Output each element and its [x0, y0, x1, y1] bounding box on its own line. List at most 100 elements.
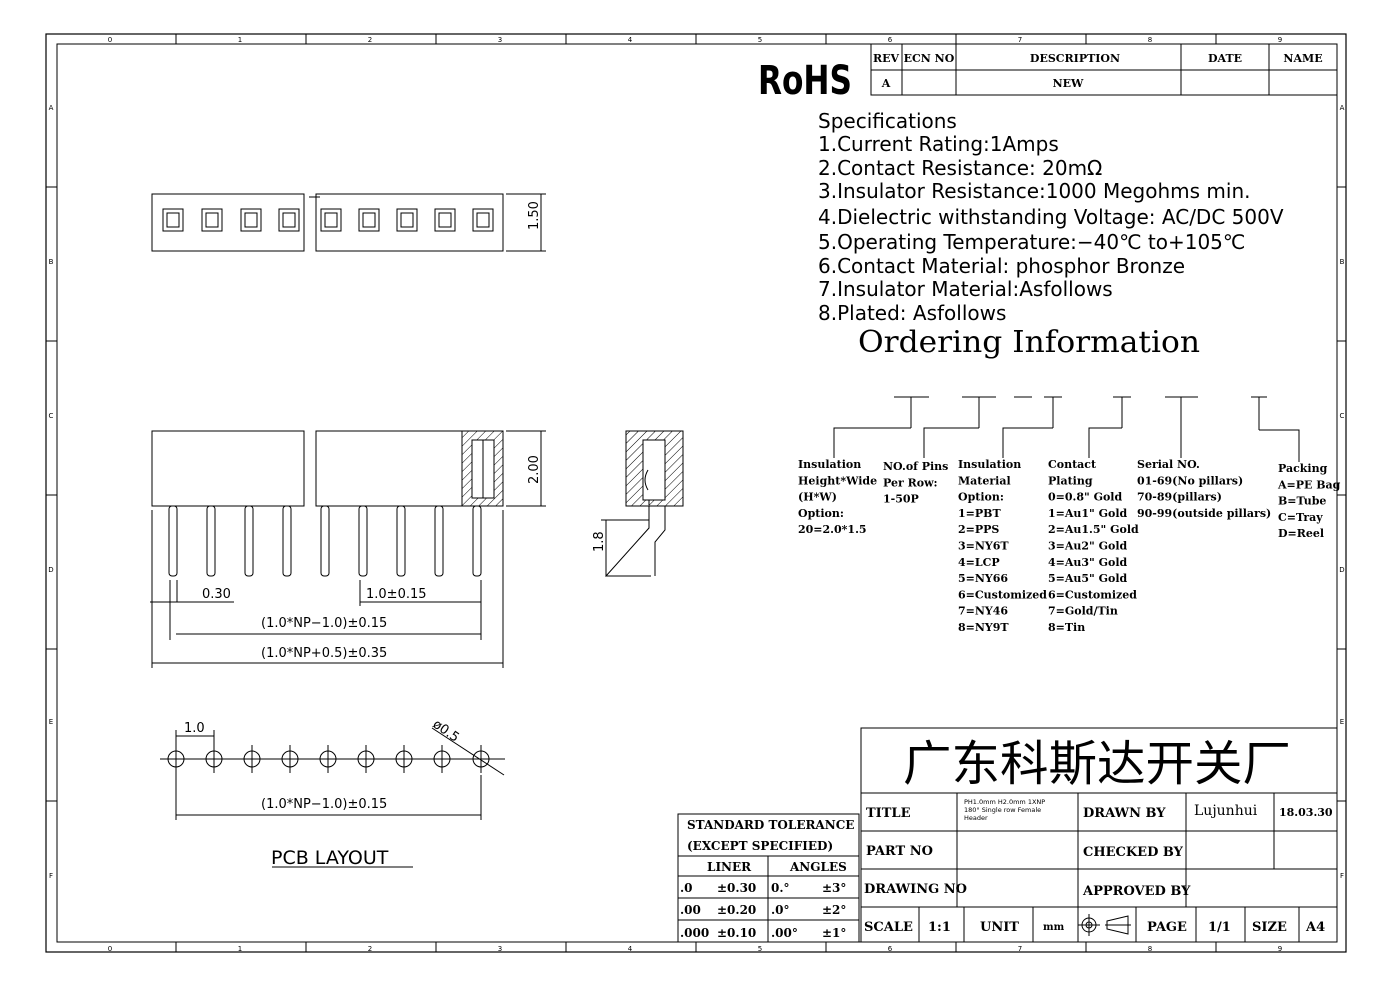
- ordering-option-line: 7=Gold/Tin: [1048, 605, 1118, 618]
- frame-row-label: A: [1340, 104, 1345, 112]
- ordering-option-line: NO.of Pins: [883, 460, 948, 473]
- spec-item: 2.Contact Resistance: 20mΩ: [818, 156, 1102, 180]
- frame-row-label: B: [49, 258, 54, 266]
- pcb-pitch-dim: 1.0: [184, 721, 205, 736]
- frame-col-label: 1: [238, 945, 242, 953]
- date-header: DATE: [1208, 52, 1242, 65]
- pcb-layout: [160, 727, 505, 868]
- ordering-option-line: 4=LCP: [958, 556, 1000, 569]
- ordering-option-line: Height*Wide: [798, 474, 877, 487]
- ordering-option-line: 8=NY9T: [958, 621, 1009, 634]
- frame-col-label: 7: [1018, 945, 1022, 953]
- unit-value: mm: [1043, 922, 1065, 933]
- side-pin-dim: 1.8: [592, 531, 607, 552]
- frame-col-label: 3: [498, 36, 502, 44]
- ordering-option-line: D=Reel: [1278, 527, 1324, 540]
- spec-item: 4.Dielectric withstanding Voltage: AC/DC…: [818, 205, 1284, 229]
- spec-item: 8.Plated: Asfollows: [818, 301, 1006, 325]
- frame-row-label: F: [1340, 872, 1344, 880]
- spec-item: 6.Contact Material: phosphor Bronze: [818, 254, 1185, 278]
- projection-symbol-icon: [1078, 914, 1131, 936]
- svg-text:PH1.0mm H2.0mm 1XNP: PH1.0mm H2.0mm 1XNP: [964, 798, 1045, 806]
- frame-col-label: 4: [628, 36, 633, 44]
- ordering-option-line: Option:: [958, 491, 1004, 504]
- frame-col-label: 3: [498, 945, 502, 953]
- ecn-header: ECN NO: [904, 52, 955, 65]
- ordering-option-line: 5=NY66: [958, 572, 1008, 585]
- frame-col-label: 9: [1278, 36, 1282, 44]
- ordering-option-line: Serial NO.: [1137, 458, 1200, 471]
- frame-col-label: 2: [368, 945, 372, 953]
- front-view: [150, 430, 546, 668]
- ordering-option-line: 3=Au2" Gold: [1048, 540, 1128, 553]
- ordering-option-line: 1-50P: [883, 493, 919, 506]
- top-view: [151, 193, 546, 252]
- tolerance-title-1: STANDARD TOLERANCE: [687, 818, 854, 832]
- part-no-label: PART NO: [866, 844, 933, 859]
- rohs-mark: RoHS: [758, 58, 852, 104]
- frame-col-label: 8: [1148, 36, 1152, 44]
- title-label: TITLE: [866, 806, 911, 821]
- ordering-option-line: 20=2.0*1.5: [798, 523, 867, 536]
- date-value: 18.03.30: [1279, 806, 1333, 819]
- size-value: A4: [1305, 920, 1325, 935]
- frame-col-label: 2: [368, 36, 372, 44]
- frame-row-label: C: [1340, 412, 1345, 420]
- ordering-option-line: 4=Au3" Gold: [1048, 556, 1128, 569]
- drawing-no-label: DRAWING NO: [864, 882, 967, 897]
- tolerance-angle-tol: ±1°: [822, 926, 846, 940]
- ordering-code-lines: [833, 396, 1300, 462]
- ordering-option-line: B=Tube: [1278, 495, 1326, 508]
- frame-col-label: 5: [758, 36, 762, 44]
- name-header: NAME: [1283, 52, 1322, 65]
- ordering-option-line: 3=NY6T: [958, 540, 1009, 553]
- tolerance-liner-tol: ±0.10: [717, 926, 756, 940]
- ordering-option-line: Per Row:: [883, 476, 938, 489]
- page-value: 1/1: [1208, 920, 1231, 935]
- scale-value: 1:1: [928, 920, 951, 935]
- tolerance-liner-tol: ±0.20: [717, 903, 756, 917]
- ordering-option-line: 0=0.8" Gold: [1048, 491, 1122, 504]
- frame-row-label: A: [49, 104, 54, 112]
- side-view: [601, 430, 684, 577]
- frame-col-label: 6: [888, 945, 893, 953]
- frame-col-label: 0: [108, 36, 112, 44]
- tolerance-liner-value: .0: [680, 881, 693, 895]
- tolerance-angle-value: .00°: [771, 926, 798, 940]
- page-label: PAGE: [1147, 920, 1187, 935]
- ordering-option-line: 2=Au1.5" Gold: [1048, 523, 1139, 536]
- size-label: SIZE: [1252, 920, 1287, 935]
- pcb-hole-dim: ø0.5: [430, 717, 462, 746]
- approved-by-label: APPROVED BY: [1082, 884, 1191, 899]
- tolerance-liner-tol: ±0.30: [717, 881, 756, 895]
- svg-text:180° Single row Female: 180° Single row Female: [964, 806, 1041, 814]
- frame-row-label: D: [1339, 566, 1344, 574]
- spec-item: 5.Operating Temperature:−40℃ to+105℃: [818, 230, 1245, 254]
- ordering-options: InsulationHeight*Wide(H*W)Option:20=2.0*…: [798, 458, 1341, 634]
- ordering-option-line: Contact: [1048, 458, 1097, 471]
- ordering-option-line: Option:: [798, 507, 844, 520]
- frame-col-label: 8: [1148, 945, 1152, 953]
- pcb-layout-label: PCB LAYOUT: [271, 847, 389, 869]
- rev-header: REV: [873, 52, 900, 65]
- ordering-option-line: 6=Customized: [1048, 588, 1137, 601]
- top-height-dim: 1.50: [527, 201, 542, 230]
- pcb-span-dim: (1.0*NP−1.0)±0.15: [261, 797, 387, 812]
- ordering-option-line: Packing: [1278, 462, 1328, 475]
- description-value: NEW: [1053, 77, 1084, 90]
- ordering-option-line: 1=Au1" Gold: [1048, 507, 1128, 520]
- tolerance-angle-tol: ±2°: [822, 903, 846, 917]
- description-header: DESCRIPTION: [1030, 52, 1120, 65]
- drawn-by-label: DRAWN BY: [1083, 806, 1166, 821]
- tolerance-angle-tol: ±3°: [822, 881, 846, 895]
- tolerance-liner-value: .00: [680, 903, 701, 917]
- specifications-heading: Specifications: [818, 109, 957, 133]
- frame-col-label: 7: [1018, 36, 1022, 44]
- frame-row-label: F: [49, 872, 53, 880]
- tolerance-angle-value: .0°: [771, 903, 790, 917]
- frame-row-label: D: [48, 566, 53, 574]
- pitch-dim: 1.0±0.15: [366, 587, 427, 602]
- frame-col-label: 6: [888, 36, 893, 44]
